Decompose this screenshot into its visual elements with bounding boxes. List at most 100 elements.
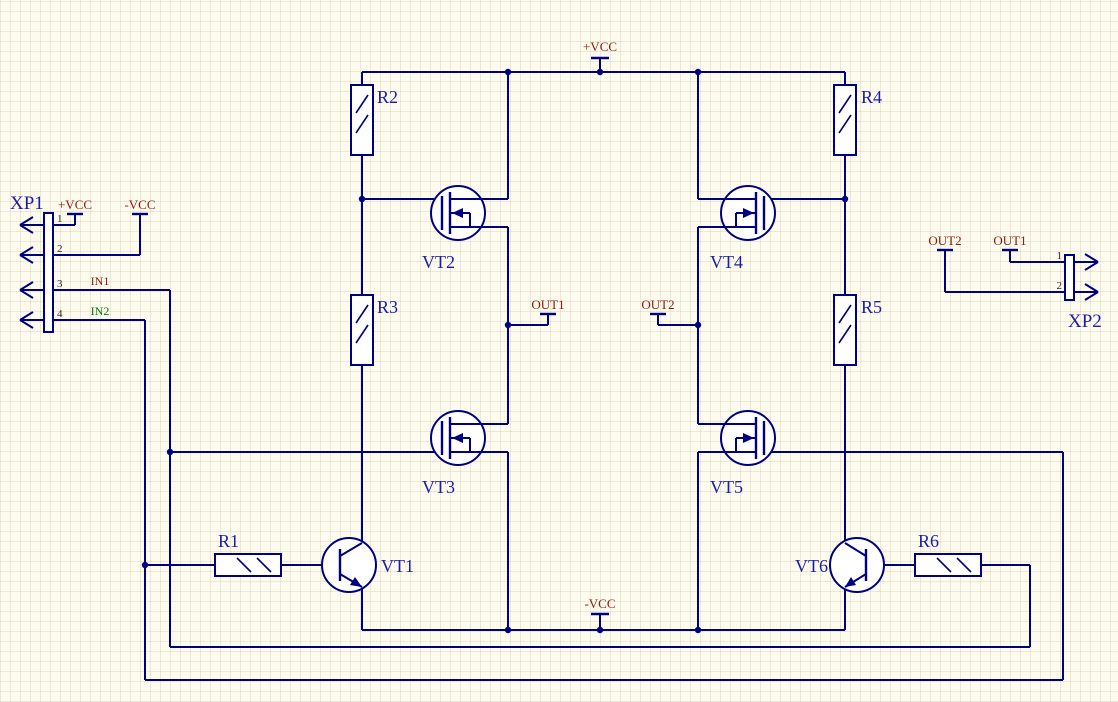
designator-label: R4	[861, 87, 882, 107]
resistor-body	[833, 294, 857, 366]
resistor-R1[interactable]: R1	[214, 531, 282, 577]
wires[interactable]	[53, 71, 1065, 681]
pin-arrow-icon	[19, 311, 34, 329]
resistor-slash	[236, 557, 252, 573]
power-port-vcc-xp1[interactable]: +VCC	[58, 197, 92, 225]
resistor-slash	[256, 557, 272, 573]
designator-label: VT1	[381, 556, 414, 576]
designator-label: VT5	[710, 477, 743, 497]
net-label-in1[interactable]: IN1	[91, 274, 110, 288]
power-label: -VCC	[584, 596, 615, 611]
bjt-VT1[interactable]: VT1	[321, 537, 414, 593]
collector-pin	[339, 542, 363, 557]
mosfet-arrow-icon	[743, 208, 754, 218]
resistor-slash	[838, 324, 852, 344]
transistor-body	[321, 537, 377, 593]
pin-number: 4	[57, 308, 63, 320]
junction-dot	[504, 626, 512, 634]
pin-number: 1	[57, 213, 63, 225]
net-port-label: OUT1	[993, 233, 1026, 248]
net-port-out2-mid[interactable]: OUT2	[641, 297, 675, 325]
designator-label: VT2	[422, 252, 455, 272]
resistor-R2[interactable]: R2	[350, 84, 398, 156]
pin-arrow-icon	[19, 246, 34, 264]
junction-dot	[694, 321, 702, 329]
junction-dot	[694, 68, 702, 76]
junction-dot	[504, 68, 512, 76]
designator-label: VT3	[422, 477, 455, 497]
mosfet-VT5[interactable]: VT5	[698, 410, 776, 497]
designator-label: VT4	[710, 252, 743, 272]
mosfet-VT2[interactable]: VT2	[422, 185, 508, 272]
resistor-slash	[936, 557, 952, 573]
resistor-slash	[355, 324, 369, 344]
resistor-slash	[355, 304, 369, 324]
junction-dot	[504, 321, 512, 329]
net-port-out1-mid[interactable]: OUT1	[531, 297, 565, 325]
resistor-slash	[838, 94, 852, 114]
resistor-R3[interactable]: R3	[350, 294, 398, 366]
resistor-slash	[838, 304, 852, 324]
mosfet-arrow-icon	[743, 433, 754, 443]
junction-dot	[694, 626, 702, 634]
designator-label: R3	[377, 297, 398, 317]
bjt-VT6[interactable]: VT6	[795, 537, 885, 593]
connector-XP2[interactable]: 1 2 XP2	[1057, 250, 1102, 332]
designator-label: XP2	[1068, 311, 1102, 332]
junction-dot	[141, 561, 149, 569]
junction-dot	[358, 195, 366, 203]
power-label: +VCC	[58, 197, 92, 212]
designator-label: R1	[218, 531, 239, 551]
junction-dot	[596, 68, 604, 76]
collector-pin	[844, 542, 867, 557]
emitter-arrow-icon	[845, 577, 856, 587]
resistor-slash	[838, 114, 852, 134]
net-label-in2[interactable]: IN2	[91, 304, 110, 318]
pin-number: 2	[1057, 280, 1063, 292]
pin-arrow-icon	[1084, 283, 1099, 301]
resistor-slash	[355, 94, 369, 114]
designator-label: R5	[861, 297, 882, 317]
resistor-slash	[956, 557, 972, 573]
net-port-out2-xp2[interactable]: OUT2	[928, 233, 962, 292]
junction-dots	[141, 68, 849, 634]
designator-label: R6	[918, 531, 939, 551]
junction-dot	[596, 626, 604, 634]
resistor-body	[214, 553, 282, 577]
connector-XP1[interactable]: 1 2 3 4 XP1	[10, 193, 63, 333]
net-port-label: OUT2	[928, 233, 961, 248]
power-port-vccneg-xp1[interactable]: -VCC	[124, 197, 156, 255]
resistor-body	[350, 84, 374, 156]
pin-arrow-icon	[19, 281, 34, 299]
resistor-R6[interactable]: R6	[914, 531, 982, 577]
net-port-out1-xp2[interactable]: OUT1	[993, 233, 1027, 262]
pin-number: 3	[57, 278, 63, 290]
designator-label: XP1	[10, 193, 44, 214]
power-label: +VCC	[583, 39, 617, 54]
connector-body	[1064, 254, 1075, 301]
junction-dot	[841, 195, 849, 203]
net-port-label: OUT1	[531, 297, 564, 312]
connector-body	[43, 212, 54, 333]
resistor-slash	[355, 114, 369, 134]
resistor-R5[interactable]: R5	[833, 294, 882, 366]
resistor-body	[914, 553, 982, 577]
resistor-body	[833, 84, 857, 156]
net-port-label: OUT2	[641, 297, 674, 312]
emitter-arrow-icon	[350, 577, 362, 587]
designator-label: VT6	[795, 556, 828, 576]
pin-arrow-icon	[19, 216, 34, 234]
power-label: -VCC	[124, 197, 155, 212]
mosfet-arrow-icon	[452, 208, 463, 218]
designator-label: R2	[377, 87, 398, 107]
mosfet-VT3[interactable]: VT3	[422, 410, 508, 497]
power-port-vcc-bottom[interactable]: -VCC	[584, 596, 616, 630]
mosfet-VT4[interactable]: VT4	[698, 185, 776, 272]
mosfet-arrow-icon	[452, 433, 463, 443]
pin-arrow-icon	[1084, 253, 1099, 271]
power-port-vcc-top[interactable]: +VCC	[583, 39, 617, 72]
resistor-R4[interactable]: R4	[833, 84, 882, 156]
pin-number: 1	[1057, 250, 1063, 262]
